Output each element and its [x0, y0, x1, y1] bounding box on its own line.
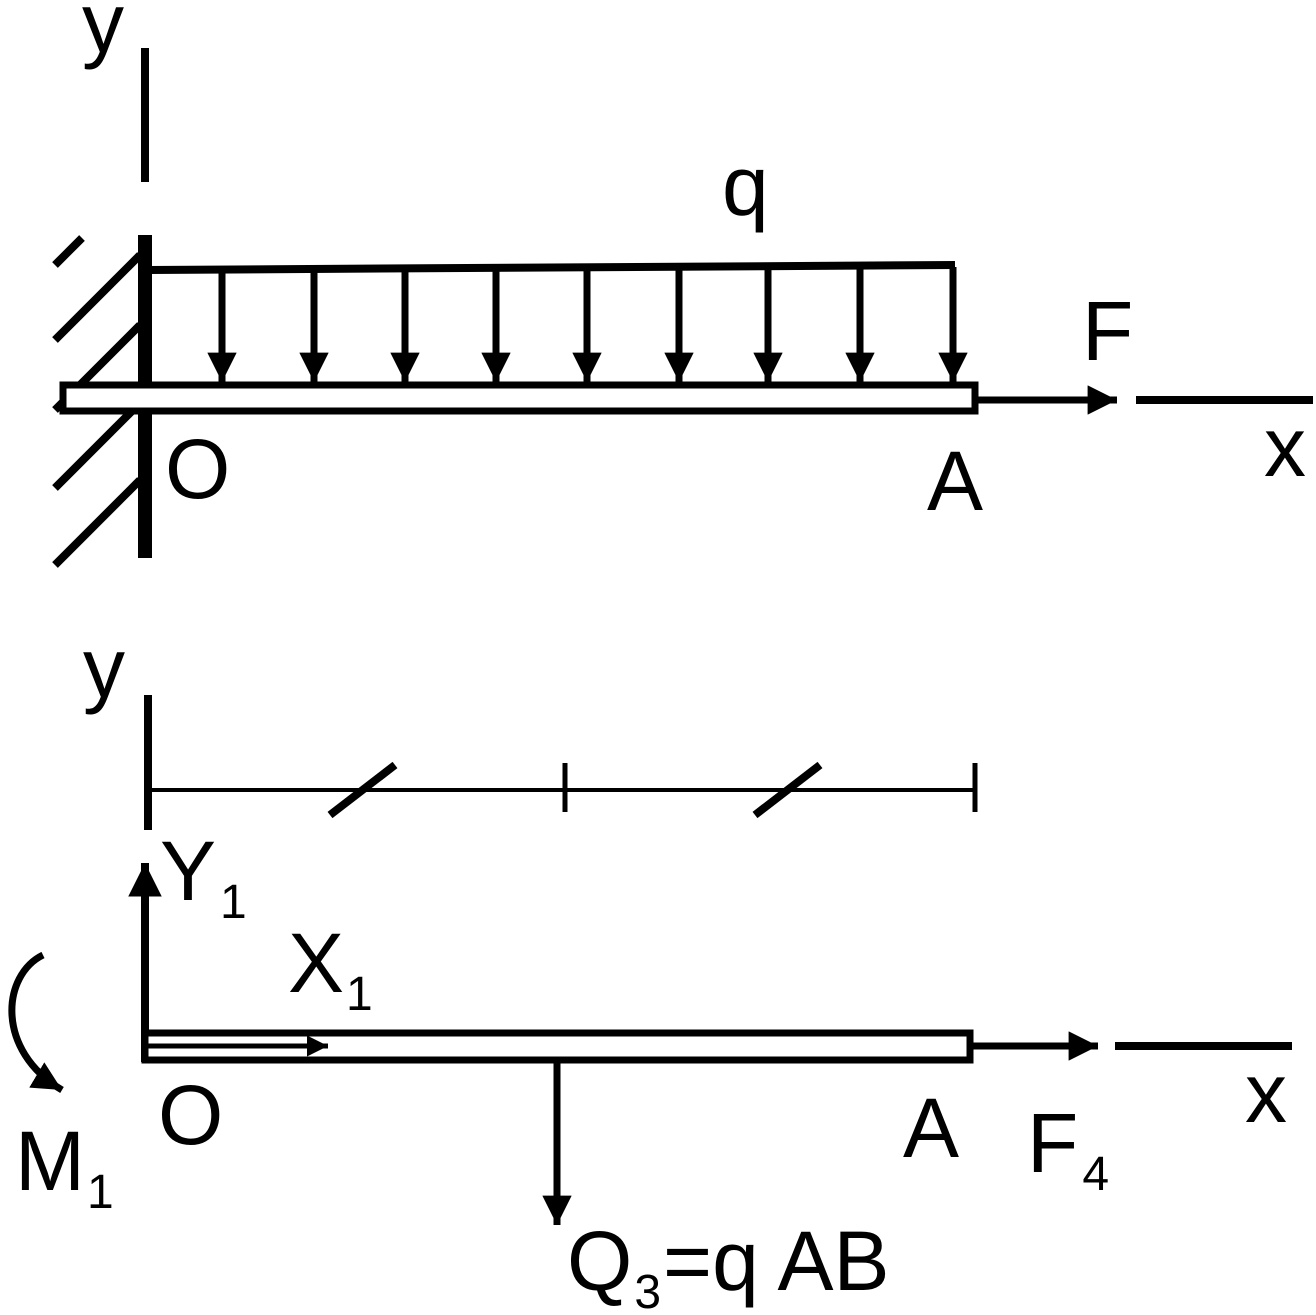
moment-m1-label: M1	[15, 1114, 114, 1219]
resultant-q3-label: Q3=q AB	[567, 1214, 890, 1315]
top-beam	[59, 381, 979, 415]
moment-m1-arrow	[8, 951, 64, 1094]
reaction-x1-label: X1	[288, 916, 373, 1021]
bottom-x-label: x	[1245, 1046, 1287, 1140]
bottom-figure: y Y1 X1 M1 Q3=q AB	[8, 621, 1292, 1315]
top-end-label: A	[927, 434, 983, 528]
distributed-load	[148, 261, 968, 382]
force-f4-label: F4	[1027, 1096, 1109, 1201]
bottom-origin-label: O	[158, 1068, 223, 1162]
top-figure: y q F x	[52, 0, 1313, 568]
bottom-end-label: A	[903, 1081, 959, 1175]
reaction-y1-label: Y1	[160, 824, 247, 929]
bottom-y-label: y	[83, 621, 125, 715]
force-f-label: F	[1082, 284, 1133, 378]
load-q-label: q	[722, 139, 769, 233]
top-origin-label: O	[165, 422, 230, 516]
top-y-label: y	[82, 0, 124, 70]
dimension-line	[148, 761, 978, 819]
top-x-label: x	[1264, 400, 1306, 494]
